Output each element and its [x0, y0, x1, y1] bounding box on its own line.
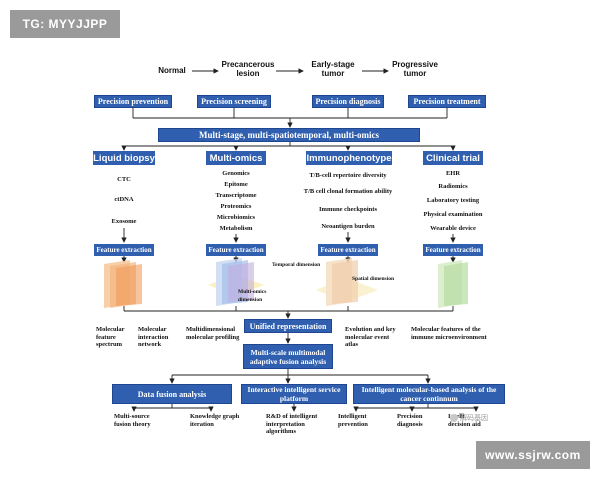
multi-omics-image — [208, 258, 264, 306]
stage-early: Early-stage tumor — [311, 60, 355, 78]
watermark-top-left: TG: MYYJJPP — [10, 10, 120, 38]
clinical-trial-header: Clinical trial — [423, 151, 483, 165]
multi-omics-header: Multi-omics — [206, 151, 266, 165]
fusion-analysis-box: Multi-scale multimodal adaptive fusion a… — [243, 344, 333, 369]
left-label: Molecular feature spectrum — [96, 326, 125, 348]
list-item: Metabolism — [219, 225, 253, 232]
list-item: T/B-cell repertoire diversity — [309, 172, 387, 179]
list-item: Wearable device — [430, 225, 476, 232]
list-item: Epitome — [224, 181, 248, 188]
clinical-trial-image — [438, 260, 468, 308]
stage-precancerous: Precancerous lesion — [221, 60, 275, 78]
bottom-label: R&D of intelligent interpretation algori… — [266, 413, 318, 435]
precision-diagnosis-box: Precision diagnosis — [312, 95, 384, 108]
logo-watermark: 解码基因 — [450, 413, 488, 423]
stage-progressive: Progressive tumor — [392, 60, 438, 78]
unified-representation-box: Unified representation — [244, 319, 332, 333]
data-fusion-box: Data fusion analysis — [112, 384, 232, 404]
list-item: Exosome — [111, 218, 137, 225]
bottom-label: Precision diagnosis — [397, 413, 423, 428]
list-item: CTC — [117, 176, 131, 183]
spatial-dimension-label: Spatial dimension — [352, 276, 395, 282]
feature-extraction-box: Feature extraction — [318, 244, 378, 256]
bottom-label: Knowledge graph iteration — [190, 413, 240, 428]
liquid-biopsy-header: Liquid biopsy — [93, 151, 155, 165]
watermark-bottom-right: www.ssjrw.com — [476, 441, 590, 469]
list-item: Radiomics — [438, 183, 468, 190]
list-item: Microbiomics — [216, 214, 256, 221]
list-item: Proteomics — [220, 203, 252, 210]
list-item: ctDNA — [114, 196, 134, 203]
list-item: Immune checkpoints — [319, 206, 377, 213]
logo-text: 解码基因 — [460, 414, 488, 422]
service-platform-box: Interactive intelligent service platform — [241, 384, 347, 404]
right-label: Evolution and key molecular event atlas — [345, 326, 396, 348]
wechat-icon — [450, 414, 458, 422]
list-item: Neoantigen burden — [321, 223, 375, 230]
stage-normal: Normal — [158, 66, 186, 75]
multiomics-dimension-label: Multi-omics dimension — [238, 289, 267, 303]
list-item: EHR — [445, 170, 461, 177]
molecular-analysis-box: Intelligent molecular-based analysis of … — [353, 384, 505, 404]
immunophenotype-image — [316, 258, 378, 306]
list-item: Transcriptome — [215, 192, 257, 199]
precision-prevention-box: Precision prevention — [94, 95, 172, 108]
immunophenotype-header: Immunophenotype — [306, 151, 392, 165]
bottom-label: Multi-source fusion theory — [114, 413, 151, 428]
feature-extraction-box: Feature extraction — [94, 244, 154, 256]
multi-stage-bar: Multi-stage, multi-spatiotemporal, multi… — [158, 128, 420, 142]
list-item: Genomics — [222, 170, 250, 177]
feature-extraction-box: Feature extraction — [206, 244, 266, 256]
liquid-biopsy-image — [104, 260, 142, 308]
left-label: Molecular interaction network — [138, 326, 169, 348]
bottom-label: Intelligent prevention — [338, 413, 368, 428]
precision-treatment-box: Precision treatment — [408, 95, 486, 108]
precision-screening-box: Precision screening — [197, 95, 271, 108]
temporal-dimension-label: Temporal dimension — [272, 262, 321, 268]
feature-extraction-box: Feature extraction — [423, 244, 483, 256]
list-item: Physical examination — [423, 211, 483, 218]
list-item: T/B cell clonal formation ability — [303, 188, 393, 195]
right-label: Molecular features of the immune microen… — [411, 326, 487, 341]
list-item: Laboratory testing — [426, 197, 480, 204]
left-label: Multidimensional molecular profiling — [186, 326, 240, 341]
